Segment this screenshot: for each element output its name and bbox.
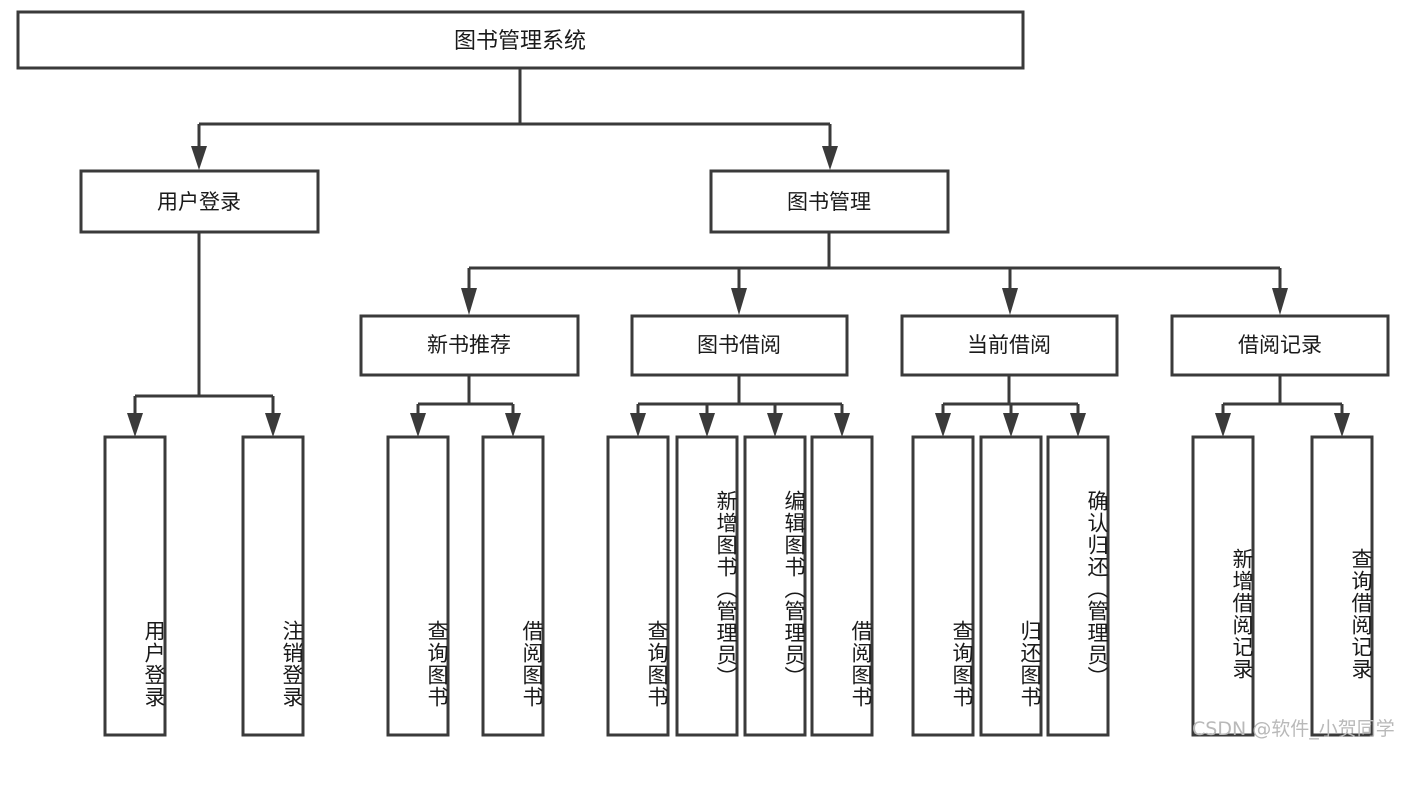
- connector-current-borrow-to-leaves: [935, 375, 1086, 437]
- connector-new-book-recommend-to-leaves: [410, 375, 521, 437]
- node-borrow-record[interactable]: 借阅记录: [1170, 314, 1390, 377]
- node-root-system[interactable]: 图书管理系统: [16, 10, 1025, 70]
- arrowhead-to-user-login: [191, 146, 207, 170]
- node-book-manage-label: 图书管理: [787, 190, 871, 214]
- node-root-system-label: 图书管理系统: [454, 29, 586, 54]
- node-user-login-label: 用户登录: [157, 190, 241, 214]
- node-user-login-box[interactable]: [79, 169, 320, 234]
- leaf-box-current-borrow-0[interactable]: [911, 435, 975, 737]
- node-current-borrow[interactable]: 当前借阅: [900, 314, 1119, 377]
- leaf-box-user-login-0[interactable]: [103, 435, 167, 737]
- node-new-book-recommend-box[interactable]: [359, 314, 580, 377]
- connector-borrow-record-to-leaves: [1215, 375, 1350, 437]
- connector-book-manage-to-level2: [461, 232, 1288, 315]
- leaf-box-book-borrow-3[interactable]: [810, 435, 874, 737]
- node-new-book-recommend[interactable]: 新书推荐: [359, 314, 580, 377]
- leaf-box-current-borrow-2[interactable]: [1046, 435, 1110, 737]
- leaf-box-book-borrow-2[interactable]: [743, 435, 807, 737]
- diagram-canvas-root: 图书管理系统 用户登录 图书管理: [16, 10, 1395, 740]
- leaf-box-new-book-1[interactable]: [481, 435, 545, 737]
- leaf-box-current-borrow-1[interactable]: [979, 435, 1043, 737]
- leaf-box-borrow-record-0[interactable]: [1191, 435, 1255, 737]
- node-root-system-box[interactable]: [16, 10, 1025, 70]
- connector-user-login-to-leaves: [127, 232, 281, 437]
- leaf-box-book-borrow-1[interactable]: [675, 435, 739, 737]
- node-current-borrow-label: 当前借阅: [967, 333, 1051, 357]
- node-book-borrow[interactable]: 图书借阅: [630, 314, 849, 377]
- node-new-book-recommend-label: 新书推荐: [427, 333, 511, 357]
- node-book-manage[interactable]: 图书管理: [709, 169, 950, 234]
- node-borrow-record-label: 借阅记录: [1238, 333, 1322, 357]
- leaf-box-new-book-0[interactable]: [386, 435, 450, 737]
- node-book-borrow-label: 图书借阅: [697, 333, 781, 357]
- node-user-login[interactable]: 用户登录: [79, 169, 320, 234]
- connector-book-borrow-to-leaves: [630, 375, 850, 437]
- leaf-box-user-login-1[interactable]: [241, 435, 305, 737]
- arrowhead-to-book-manage: [822, 146, 838, 170]
- leaf-box-book-borrow-0[interactable]: [606, 435, 670, 737]
- leaf-box-borrow-record-1[interactable]: [1310, 435, 1374, 737]
- hierarchy-diagram-svg: 图书管理系统 用户登录 图书管理: [16, 10, 1390, 737]
- connector-root-to-level1: [191, 68, 838, 170]
- node-current-borrow-box[interactable]: [900, 314, 1119, 377]
